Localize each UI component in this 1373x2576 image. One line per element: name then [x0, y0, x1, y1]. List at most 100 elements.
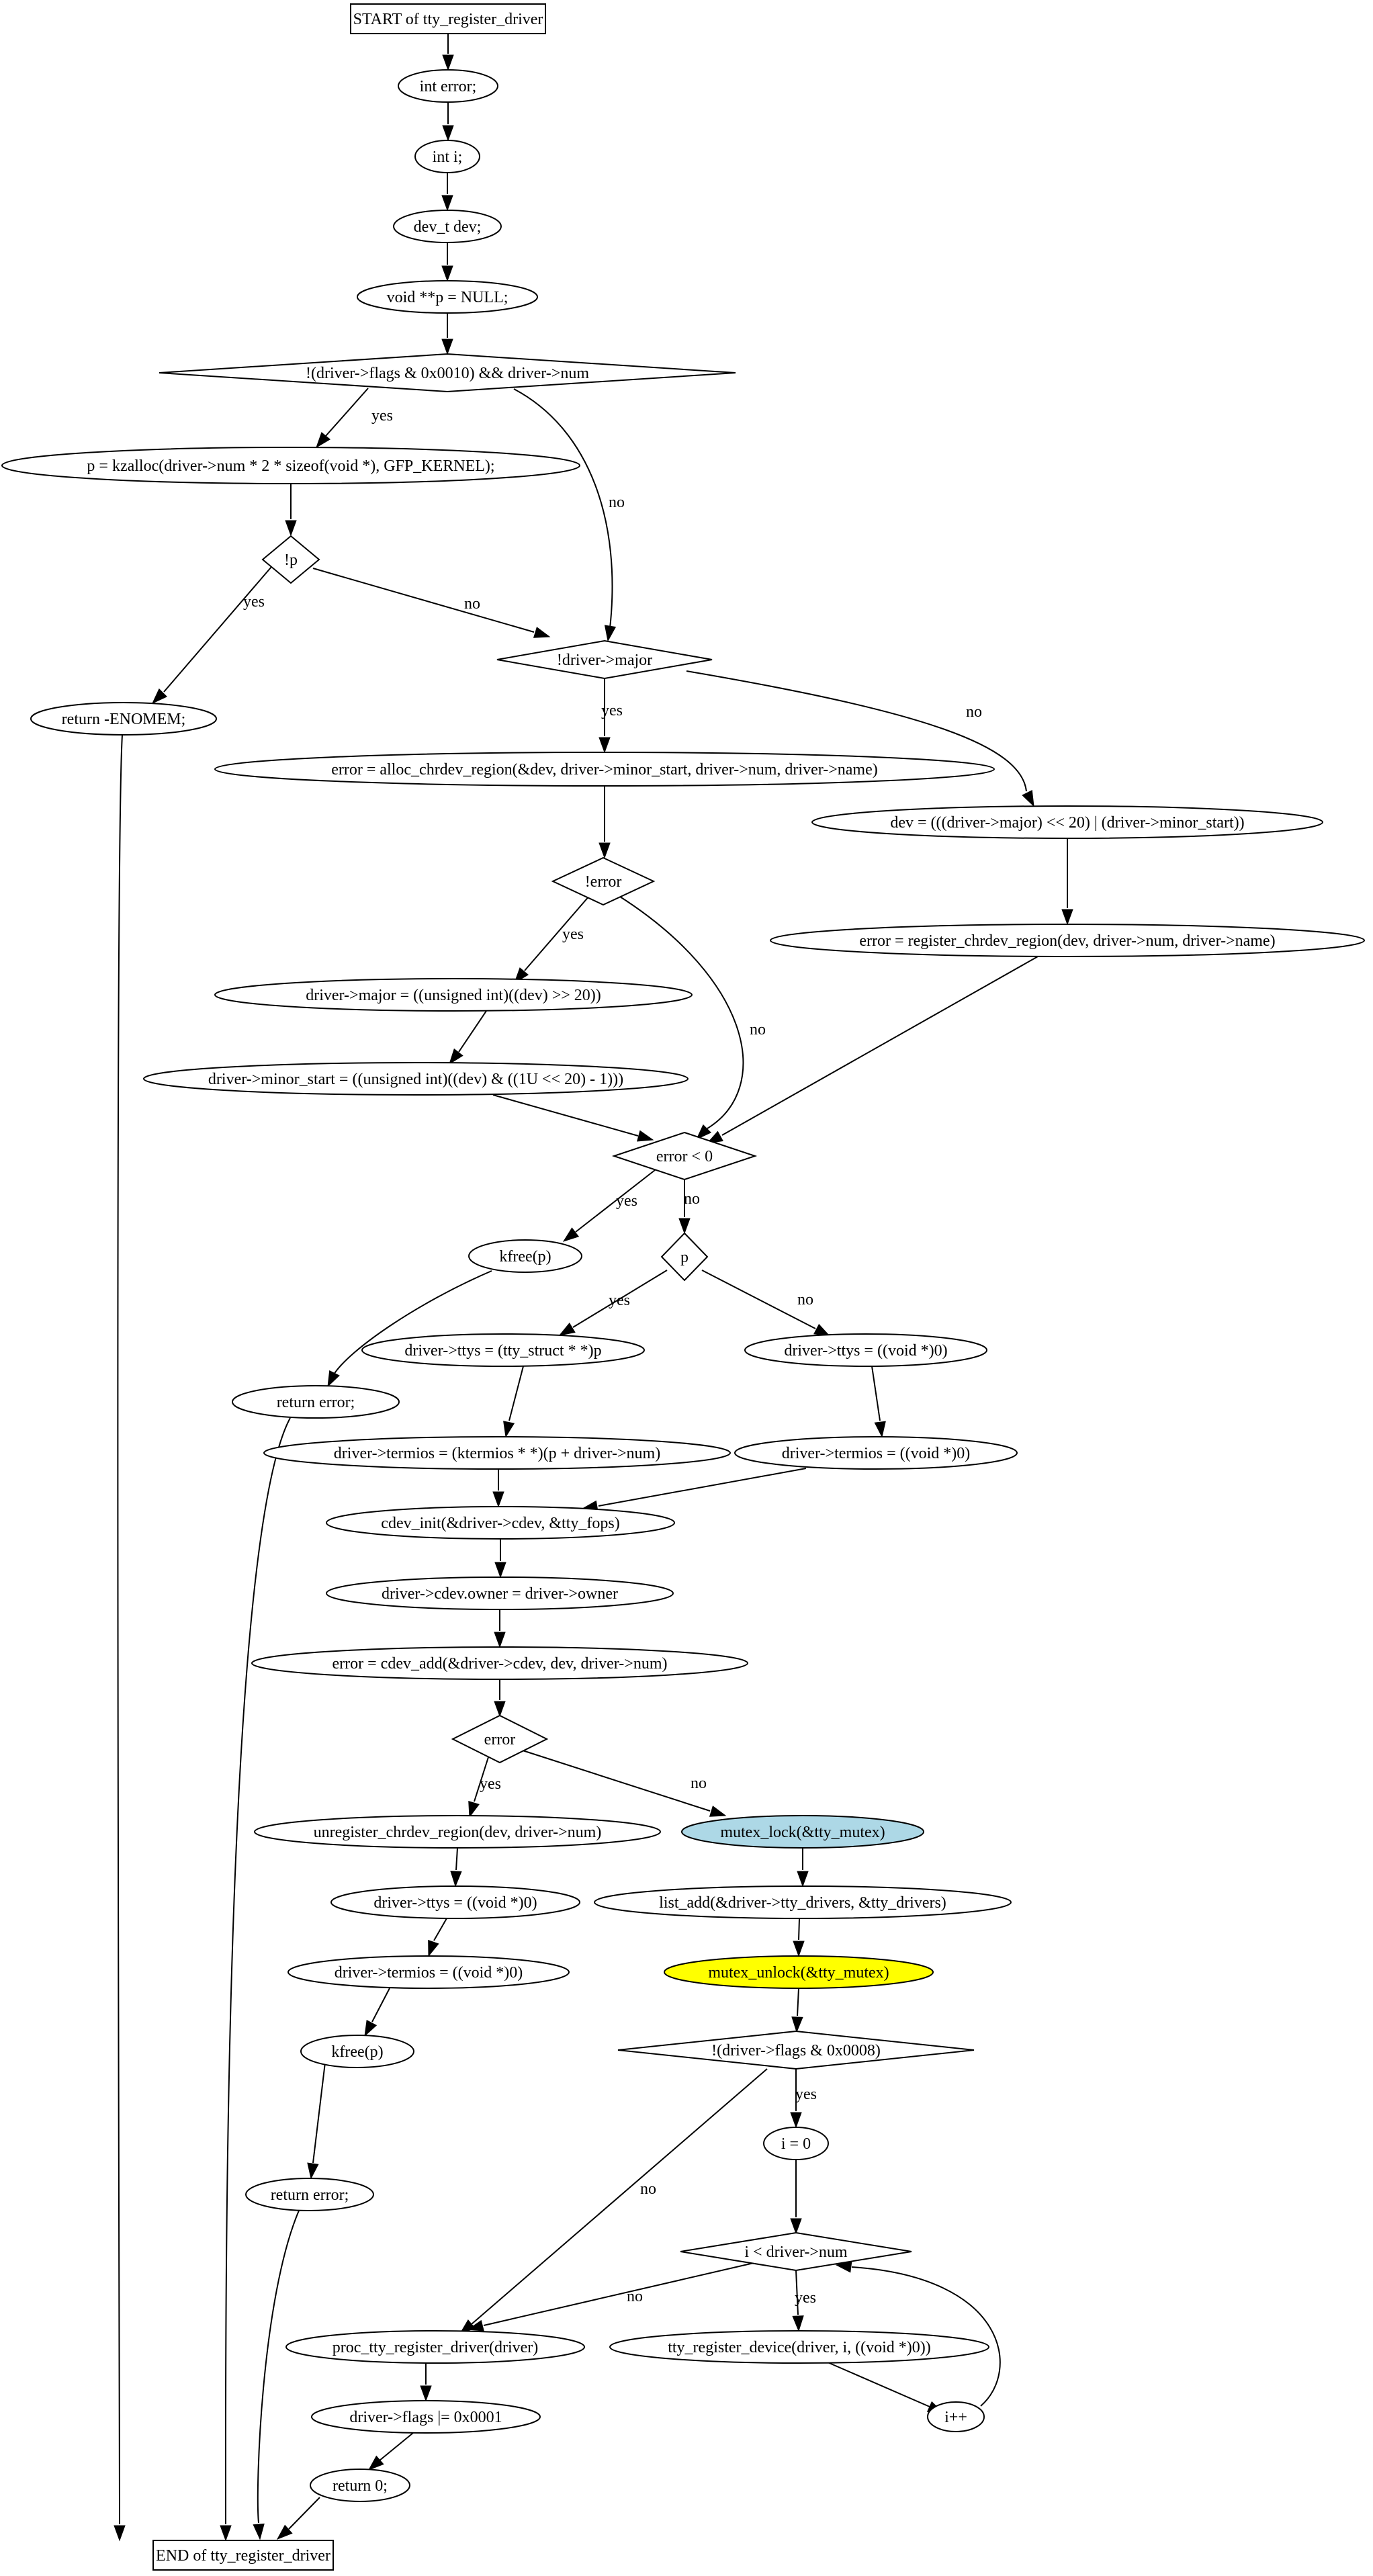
- arrowhead: [364, 2020, 378, 2037]
- node-shape: [1, 447, 580, 484]
- node-label: mutex_unlock(&tty_mutex): [708, 1964, 889, 1982]
- edge-label-yes: yes: [371, 407, 393, 425]
- edge-label-yes: yes: [795, 2086, 817, 2103]
- node-label: driver->ttys = (tty_struct * *)p: [404, 1342, 601, 1360]
- edge-line: [721, 956, 1038, 1136]
- arrowhead: [793, 1941, 805, 1957]
- node-termios-null1: driver->termios = ((void *)0): [734, 1436, 1018, 1470]
- edge-2: [442, 102, 454, 142]
- arrowhead: [709, 1806, 727, 1817]
- node-shape: [660, 1232, 709, 1282]
- node-label: kfree(p): [499, 1248, 551, 1265]
- arrowhead: [494, 1562, 506, 1579]
- node-label: kfree(p): [331, 2043, 383, 2061]
- node-shape: [927, 2401, 985, 2432]
- node-label: unregister_chrdev_region(dev, driver->nu…: [314, 1824, 602, 1841]
- edge-line: [458, 1010, 487, 1053]
- node-label: dev_t dev;: [414, 218, 482, 236]
- node-label: mutex_lock(&tty_mutex): [720, 1824, 885, 1841]
- node-decl-error: int error;: [398, 69, 498, 103]
- node-label: error: [484, 1731, 516, 1748]
- node-ret-error2: return error;: [245, 2178, 374, 2211]
- arrowhead: [441, 195, 453, 212]
- node-decl-dev: dev_t dev;: [393, 210, 502, 243]
- arrowhead: [695, 1124, 712, 1141]
- node-kzalloc: p = kzalloc(driver->num * 2 * sizeof(voi…: [1, 447, 580, 484]
- node-ttys-p: driver->ttys = (tty_struct * *)p: [361, 1333, 645, 1367]
- node-label: driver->termios = ((void *)0): [335, 1964, 523, 1982]
- arrowhead: [441, 265, 453, 282]
- arrowhead: [449, 1048, 463, 1065]
- arrowhead: [316, 432, 331, 449]
- arrowhead: [327, 1370, 340, 1388]
- edge-32: yes: [468, 1757, 501, 1818]
- node-label: p: [680, 1249, 689, 1266]
- edge-42: [307, 2051, 327, 2180]
- node-label: END of tty_register_driver: [156, 2547, 330, 2565]
- edge-14: [599, 786, 611, 859]
- edge-line: [572, 1270, 668, 1328]
- node-cdev-init: cdev_init(&driver->cdev, &tty_fops): [326, 1506, 675, 1540]
- edge-line: [257, 2210, 300, 2524]
- node-i-zero: i = 0: [763, 2127, 829, 2160]
- node-label: return 0;: [333, 2477, 388, 2495]
- arrowhead: [533, 627, 551, 638]
- edge-50: [367, 2432, 414, 2471]
- node-shape: [287, 1955, 570, 1989]
- edge-28: [581, 1468, 807, 1512]
- edge-label-no: no: [691, 1775, 707, 1792]
- edge-line: [312, 2051, 327, 2164]
- node-cond-not-p: !p: [261, 535, 320, 584]
- node-ret-error1: return error;: [232, 1385, 400, 1419]
- edge-18: [449, 1010, 487, 1065]
- node-label: error < 0: [656, 1148, 713, 1165]
- arrowhead: [114, 2525, 126, 2542]
- node-label: i++: [944, 2409, 967, 2426]
- node-ret-zero: return 0;: [310, 2469, 410, 2502]
- arrowhead: [367, 2455, 384, 2471]
- edge-label-no: no: [609, 494, 625, 511]
- edge-line: [333, 1270, 492, 1375]
- edge-17: [706, 956, 1038, 1144]
- arrowhead: [494, 1701, 506, 1718]
- edge-label-yes: yes: [601, 702, 623, 719]
- arrowhead: [450, 1871, 462, 1887]
- node-shape: [311, 2400, 541, 2434]
- node-label: driver->ttys = ((void *)0): [784, 1342, 947, 1360]
- arrowhead: [874, 1421, 886, 1438]
- node-cond-error-lt0: error < 0: [611, 1131, 758, 1181]
- node-shape: [310, 2469, 410, 2502]
- arrowhead: [442, 54, 454, 71]
- node-shape: [361, 1333, 645, 1367]
- node-flags-or: driver->flags |= 0x0001: [311, 2400, 541, 2434]
- node-shape: [414, 140, 480, 173]
- arrowhead: [792, 2315, 804, 2332]
- node-proc-register: proc_tty_register_driver(driver): [285, 2330, 585, 2364]
- edge-label-no: no: [627, 2288, 643, 2305]
- node-label: return error;: [271, 2186, 349, 2204]
- node-shape: [251, 1646, 748, 1680]
- node-mutex-unlock: mutex_unlock(&tty_mutex): [664, 1955, 934, 1989]
- edge-36: [428, 1918, 447, 1957]
- node-minor-assign: driver->minor_start = ((unsigned int)((d…: [143, 1062, 689, 1096]
- edge-47: [826, 2361, 944, 2413]
- arrowhead: [468, 1800, 480, 1818]
- edge-25: [503, 1366, 524, 1438]
- arrowhead: [494, 1632, 506, 1648]
- edge-45: no: [467, 2262, 754, 2331]
- edge-label-no: no: [797, 1291, 813, 1308]
- node-shape: [30, 702, 217, 736]
- node-cdev-add: error = cdev_add(&driver->cdev, dev, dri…: [251, 1646, 748, 1680]
- edge-label-yes: yes: [243, 593, 265, 611]
- node-label: int error;: [420, 78, 477, 95]
- node-label: !error: [585, 873, 622, 891]
- edge-label-yes: yes: [609, 1292, 630, 1309]
- edge-label-no: no: [684, 1190, 700, 1208]
- node-label: START of tty_register_driver: [353, 11, 543, 28]
- arrowhead: [276, 2524, 293, 2540]
- edge-4: [441, 242, 453, 282]
- node-label: i = 0: [781, 2135, 811, 2153]
- node-dev-assign: dev = (((driver->major) << 20) | (driver…: [811, 805, 1323, 839]
- edge-line: [851, 2266, 1001, 2407]
- edge-19: [492, 1094, 654, 1142]
